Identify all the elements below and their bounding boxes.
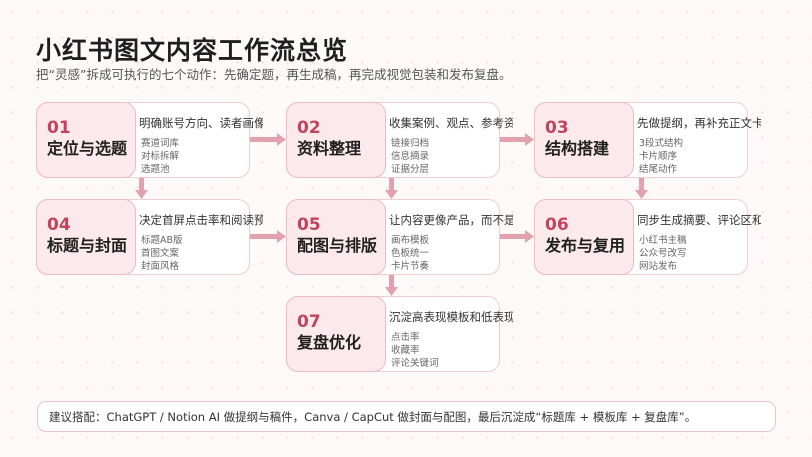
- step-item: 选题池: [141, 164, 170, 175]
- step-description: 收集案例、观点、参考资料: [389, 116, 513, 130]
- arrow-03-06: [639, 178, 644, 190]
- arrow-02-03: [499, 137, 525, 142]
- arrow-01-02-head: [277, 133, 286, 146]
- page-title: 小红书图文内容工作流总览: [36, 36, 349, 65]
- step-label-box: 04 标题与封面: [36, 199, 136, 275]
- step-item: 链接归档: [391, 138, 430, 149]
- step-items: 画布模板 色板统一 卡片节奏: [391, 234, 429, 273]
- step-items: 赛道词库 对标拆解 选题池: [141, 137, 179, 176]
- step-item: 信息摘录: [391, 151, 430, 162]
- step-items: 小红书主稿 公众号改写 网站发布: [639, 234, 687, 273]
- step-label-box: 07 复盘优化: [286, 296, 386, 372]
- step-item: 小红书主稿: [639, 235, 687, 246]
- step-items: 点击率 收藏率 评论关键词: [391, 331, 439, 370]
- step-title: 结构搭建: [545, 139, 610, 158]
- step-item: 点击率: [391, 332, 420, 343]
- arrow-05-06: [499, 234, 525, 239]
- step-item: 赛道词库: [141, 138, 180, 149]
- step-number: 04: [47, 215, 71, 235]
- step-title: 发布与复用: [545, 236, 626, 255]
- step-card-03: 03 结构搭建 先做提纲，再补充正文卡片 3段式结构 卡片顺序 结尾动作: [534, 102, 761, 178]
- step-card-06: 06 发布与复用 同步生成摘要、评论区和多平台版本 小红书主稿 公众号改写 网站…: [534, 199, 761, 275]
- footer-note: 建议搭配：ChatGPT / Notion AI 做提纲与稿件，Canva / …: [37, 401, 776, 432]
- page-subtitle: 把“灵感”拆成可执行的七个动作：先确定题，再生成稿，再完成视觉包装和发布复盘。: [36, 67, 512, 82]
- step-description: 先做提纲，再补充正文卡片: [637, 116, 761, 130]
- arrow-01-02: [249, 137, 277, 142]
- arrow-05-07: [389, 275, 394, 287]
- step-item: 标题AB版: [141, 235, 183, 246]
- step-card-05: 05 配图与排版 让内容更像产品，而不是草稿 画布模板 色板统一 卡片节奏: [286, 199, 513, 275]
- step-items: 链接归档 信息摘录 证据分层: [391, 137, 429, 176]
- step-item: 首图文案: [141, 248, 180, 259]
- step-number: 06: [545, 215, 569, 235]
- arrow-04-05-head: [277, 230, 286, 243]
- step-item: 卡片顺序: [639, 151, 678, 162]
- arrow-01-04-head: [135, 190, 148, 199]
- step-item: 对标拆解: [141, 151, 180, 162]
- step-card-01: 01 定位与选题 明确账号方向、读者画像、内容 赛道词库 对标拆解 选题池: [36, 102, 263, 178]
- step-label-box: 06 发布与复用: [534, 199, 634, 275]
- arrow-03-06-head: [635, 190, 648, 199]
- arrow-02-03-head: [525, 133, 534, 146]
- step-card-04: 04 标题与封面 决定首屏点击率和阅读预期 标题AB版 首图文案 封面风格: [36, 199, 263, 275]
- step-number: 03: [545, 118, 569, 138]
- step-item: 色板统一: [391, 248, 430, 259]
- step-item: 证据分层: [391, 164, 430, 175]
- step-item: 评论关键词: [391, 358, 439, 369]
- arrow-04-05: [249, 234, 277, 239]
- step-description: 沉淀高表现模板和低表现原因: [389, 310, 513, 324]
- step-item: 结尾动作: [639, 164, 678, 175]
- step-item: 公众号改写: [639, 248, 687, 259]
- step-label-box: 02 资料整理: [286, 102, 386, 178]
- step-item: 封面风格: [141, 261, 180, 272]
- step-description: 明确账号方向、读者画像、内容: [139, 116, 263, 130]
- step-number: 02: [297, 118, 321, 138]
- arrow-02-05-head: [385, 190, 398, 199]
- arrow-05-07-head: [385, 287, 398, 296]
- step-card-02: 02 资料整理 收集案例、观点、参考资料 链接归档 信息摘录 证据分层: [286, 102, 513, 178]
- step-label-box: 03 结构搭建: [534, 102, 634, 178]
- step-items: 3段式结构 卡片顺序 结尾动作: [639, 137, 683, 176]
- step-description: 决定首屏点击率和阅读预期: [139, 213, 263, 227]
- step-title: 复盘优化: [297, 333, 362, 352]
- step-card-07: 07 复盘优化 沉淀高表现模板和低表现原因 点击率 收藏率 评论关键词: [286, 296, 513, 372]
- step-title: 资料整理: [297, 139, 362, 158]
- step-label-box: 01 定位与选题: [36, 102, 136, 178]
- step-description: 同步生成摘要、评论区和多平台版本: [637, 213, 761, 227]
- step-item: 卡片节奏: [391, 261, 430, 272]
- step-item: 网站发布: [639, 261, 678, 272]
- step-title: 标题与封面: [47, 236, 128, 255]
- step-item: 收藏率: [391, 345, 420, 356]
- step-number: 05: [297, 215, 321, 235]
- arrow-01-04: [139, 178, 144, 190]
- step-item: 画布模板: [391, 235, 430, 246]
- step-number: 01: [47, 118, 71, 138]
- step-items: 标题AB版 首图文案 封面风格: [141, 234, 183, 273]
- arrow-02-05: [389, 178, 394, 190]
- step-description: 让内容更像产品，而不是草稿: [389, 213, 513, 227]
- step-title: 配图与排版: [297, 236, 378, 255]
- step-title: 定位与选题: [47, 139, 128, 158]
- step-label-box: 05 配图与排版: [286, 199, 386, 275]
- arrow-05-06-head: [525, 230, 534, 243]
- step-item: 3段式结构: [639, 138, 684, 149]
- step-number: 07: [297, 312, 321, 332]
